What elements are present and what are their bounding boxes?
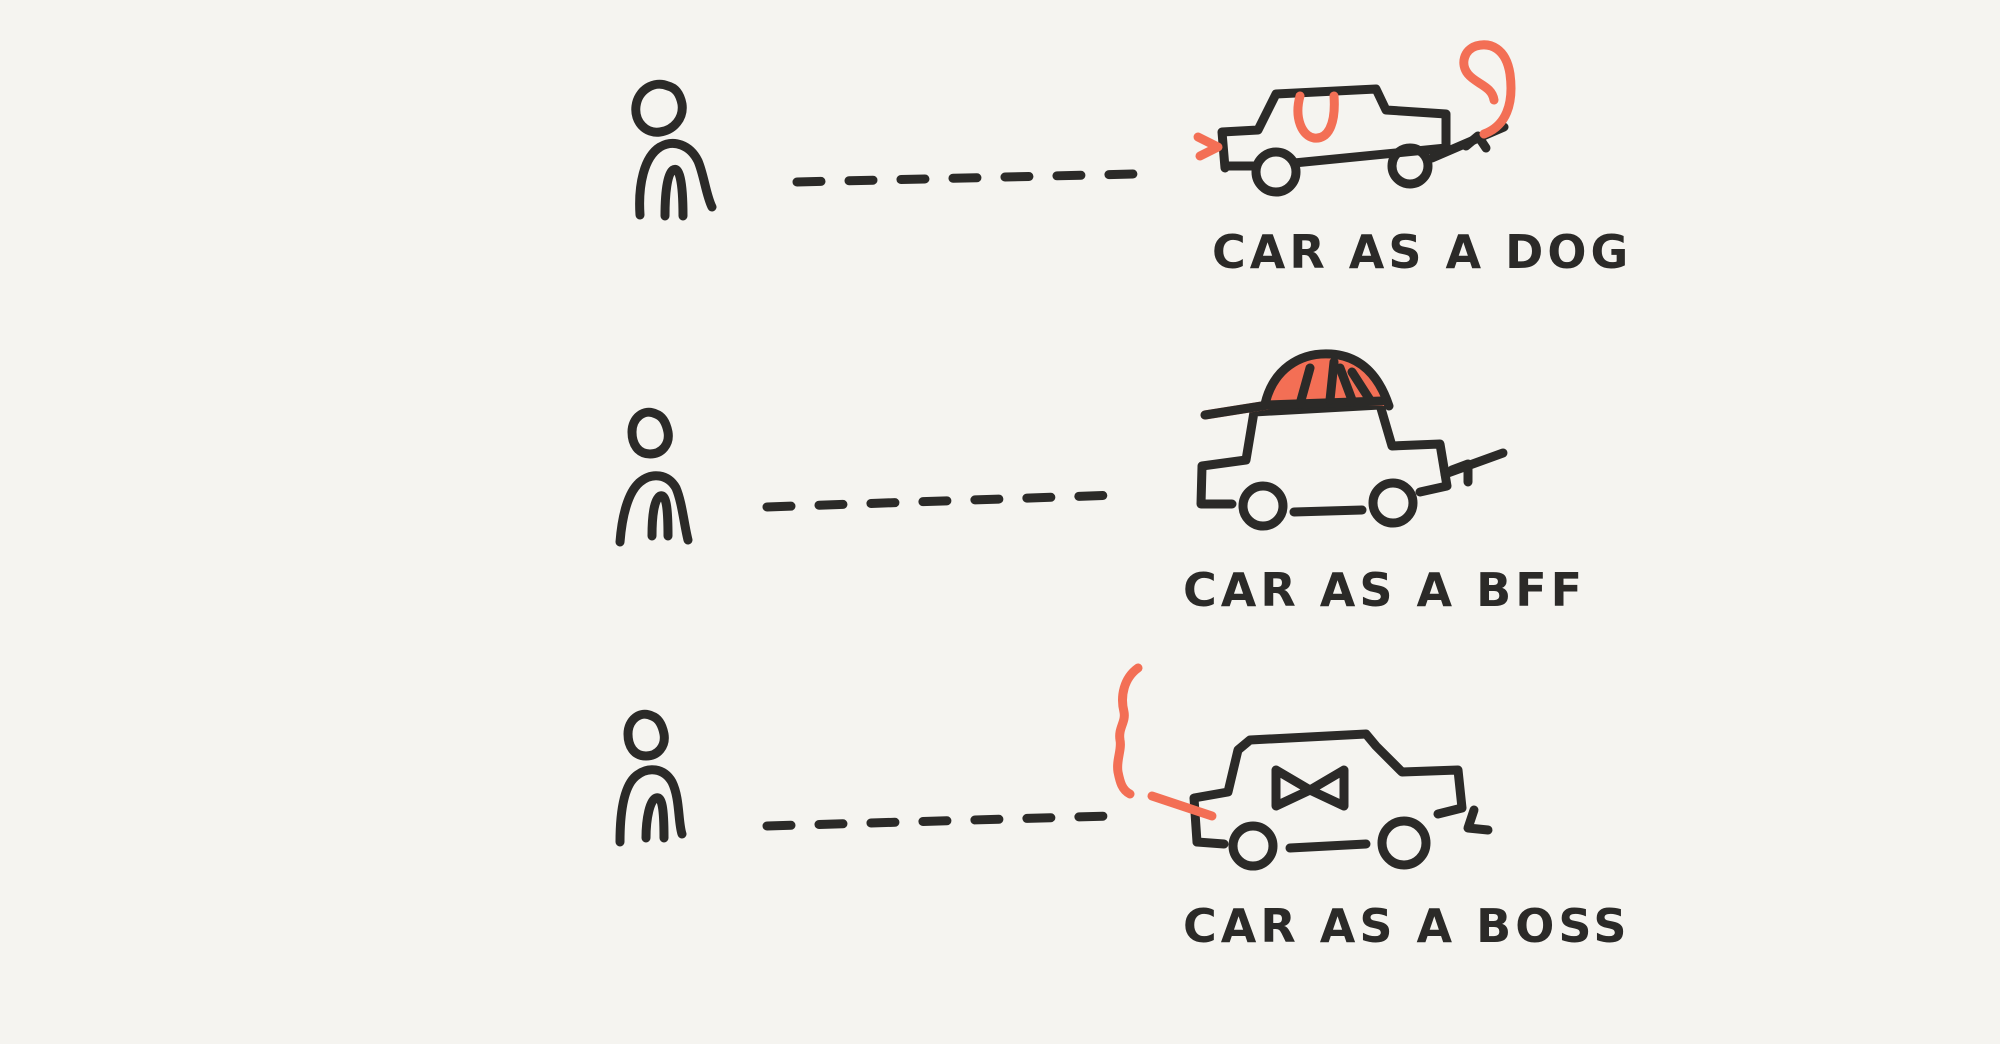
caption-boss: CAR AS A BOSS [1183, 899, 1631, 953]
caption-bff: CAR AS A BFF [1183, 563, 1586, 617]
car-bff [1196, 400, 1508, 531]
row-dog: CAR AS A DOG [631, 40, 1632, 279]
caption-dog: CAR AS A DOG [1212, 225, 1632, 279]
person-figure-boss-row [615, 709, 687, 847]
boss-features [1113, 663, 1217, 821]
relation-line-dog-row [792, 169, 1138, 187]
row-bff: CAR AS A BFF [615, 349, 1586, 617]
car-boss [1189, 729, 1493, 871]
boss-tie-icon [1147, 791, 1217, 821]
relation-line-boss-row [762, 811, 1115, 831]
person-figure-bff-row [615, 407, 693, 547]
dog-ear-icon [1293, 91, 1339, 143]
relation-line-bff-row [762, 490, 1123, 512]
bowtie-icon [1271, 765, 1349, 811]
car-dog [1217, 84, 1509, 197]
boss-authority-mark-icon [1113, 663, 1143, 799]
person-figure-dog-row [631, 79, 717, 221]
dog-tail-icon [1459, 40, 1516, 139]
row-boss: CAR AS A BOSS [615, 663, 1631, 953]
dog-features [1193, 40, 1516, 161]
dog-nose-icon [1193, 132, 1223, 161]
bff-cap [1200, 349, 1394, 420]
